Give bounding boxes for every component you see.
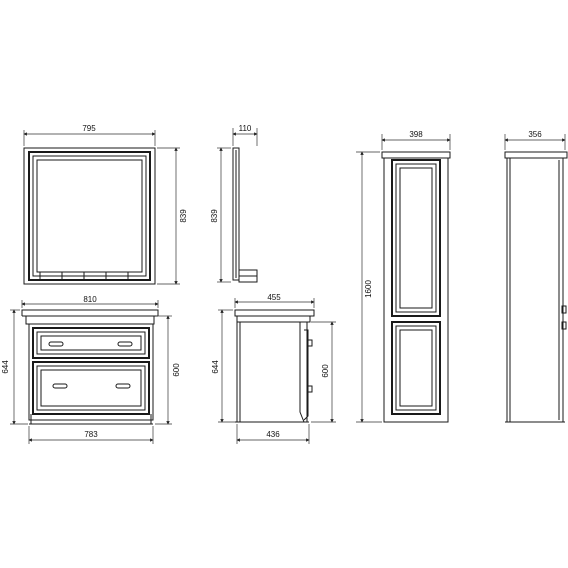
- mirror-frame-inner-moulding: [32, 155, 147, 277]
- column-side-view: 356: [504, 130, 568, 423]
- vanity-top-slab: [21, 309, 159, 316]
- mirror-height-label: 839: [179, 209, 188, 223]
- mirror-bottom-hooks: [39, 272, 129, 281]
- upper-drawer-left-handle: [48, 341, 64, 347]
- column-side-upper-handle: [561, 305, 567, 314]
- vanity-top-lip: [25, 316, 155, 325]
- vanity-top-width-label: 810: [83, 295, 97, 304]
- column-front-view: 398 1600: [356, 130, 451, 423]
- column-side-lower-handle: [561, 321, 567, 330]
- vanity-body: [28, 323, 154, 421]
- column-side-panel: [506, 157, 564, 423]
- vanity-side-lip: [236, 316, 311, 323]
- vanity-side-top: [234, 309, 315, 317]
- mirror-side-view: 110 839: [210, 124, 258, 283]
- mirror-glass: [36, 159, 143, 273]
- vanity-side-upper-handle: [306, 339, 313, 347]
- mirror-front-view: 795 839: [23, 124, 188, 285]
- lower-drawer-left-handle: [52, 383, 68, 389]
- vanity-side-view: 455 436 644 600: [211, 293, 336, 444]
- vanity-side-left-height-label: 644: [211, 360, 220, 374]
- vanity-side-right-height-label: 600: [321, 364, 330, 378]
- column-upper-door: [391, 159, 441, 317]
- vanity-left-height-label: 644: [1, 360, 10, 374]
- vanity-bottom-width-label: 783: [84, 430, 98, 439]
- column-lower-door: [391, 321, 441, 415]
- vanity-right-height-label: 600: [172, 363, 181, 377]
- column-upper-door-panel: [399, 167, 433, 309]
- mirror-frame-outer-moulding: [28, 151, 151, 281]
- vanity-side-drawer-fronts: [303, 329, 309, 421]
- column-side-depth-label: 356: [528, 130, 542, 139]
- column-width-label: 398: [409, 130, 423, 139]
- mirror-width-label: 795: [82, 124, 96, 133]
- mirror-depth-label: 110: [239, 124, 252, 133]
- mirror-side-height-label: 839: [210, 209, 219, 223]
- column-body: [383, 157, 449, 423]
- column-lower-door-panel: [399, 329, 433, 407]
- vanity-upper-drawer: [32, 327, 150, 359]
- vanity-side-top-depth-label: 455: [267, 293, 281, 302]
- mirror-outer-frame: [23, 147, 156, 285]
- upper-drawer-right-handle: [117, 341, 133, 347]
- vanity-front-view: 810 783 644 600: [1, 295, 181, 444]
- column-side-top: [504, 151, 568, 159]
- vanity-lower-drawer: [32, 361, 150, 415]
- column-height-label: 1600: [364, 280, 373, 298]
- vanity-side-bottom-depth-label: 436: [266, 430, 280, 439]
- column-top-cornice: [381, 151, 451, 159]
- lower-drawer-right-handle: [115, 383, 131, 389]
- vanity-side-panel: [236, 321, 308, 423]
- vanity-side-lower-handle: [306, 385, 313, 393]
- mirror-side-body: [232, 147, 240, 281]
